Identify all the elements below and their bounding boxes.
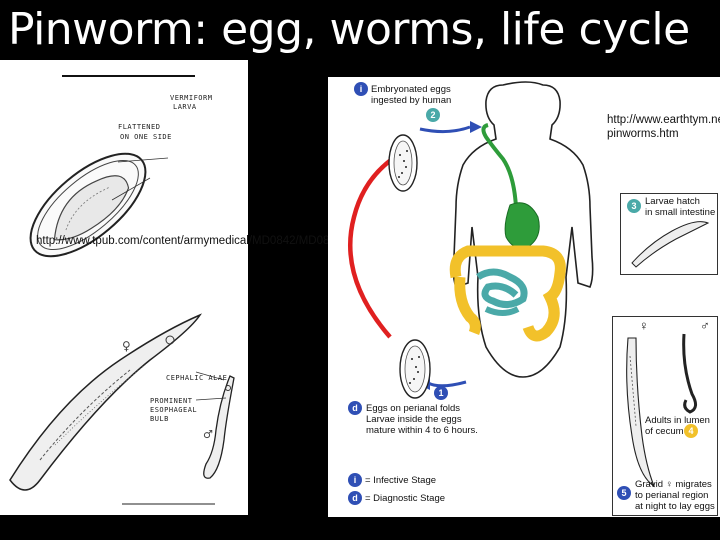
step4-line1: Adults in lumen bbox=[645, 415, 710, 426]
label-cephalic-alae: CEPHALIC ALAE bbox=[166, 374, 228, 382]
perianal-line2: Larvae inside the eggs bbox=[366, 414, 462, 425]
step5-line3: at night to lay eggs bbox=[635, 501, 715, 512]
label-bulb: BULB bbox=[150, 415, 169, 423]
legend-infective-icon: i bbox=[348, 473, 362, 487]
legend-infective-text: = Infective Stage bbox=[365, 475, 437, 486]
svg-text:♀: ♀ bbox=[122, 339, 131, 353]
label-prominent: PROMINENT bbox=[150, 397, 193, 405]
step-number-1-bottom: 1 bbox=[434, 386, 448, 400]
right-source-url[interactable]: http://www.earthtym.net/ref-pinworms.htm bbox=[607, 114, 720, 140]
label-vermiform: VERMIFORM bbox=[170, 94, 213, 102]
step1-line1: Embryonated eggs bbox=[371, 84, 451, 95]
page-title: Pinworm: egg, worms, life cycle bbox=[8, 4, 690, 55]
adult-worm-drawing: ♀ ♂ bbox=[9, 313, 235, 505]
male-symbol: ♂ bbox=[700, 318, 710, 333]
label-esophageal: ESOPHAGEAL bbox=[150, 406, 198, 414]
step5-line1: Gravid ♀ migrates bbox=[635, 479, 712, 490]
female-symbol: ♀ bbox=[639, 318, 649, 333]
label-larva: LARVA bbox=[173, 103, 197, 111]
larva-drawing bbox=[631, 221, 710, 268]
step-marker-infective-top: i bbox=[354, 82, 368, 96]
step-marker-diagnostic: d bbox=[348, 401, 362, 415]
adult-worms-drawing bbox=[626, 333, 697, 488]
svg-text:♂: ♂ bbox=[203, 428, 213, 441]
step3-line1: Larvae hatch bbox=[645, 196, 700, 207]
step-number-5: 5 bbox=[617, 486, 631, 500]
egg-drawing bbox=[29, 75, 195, 258]
step-number-4: 4 bbox=[684, 424, 698, 438]
perianal-line1: Eggs on perianal folds bbox=[366, 403, 461, 414]
legend-diagnostic-text: = Diagnostic Stage bbox=[365, 493, 446, 504]
perianal-line3: mature within 4 to 6 hours. bbox=[366, 425, 478, 436]
label-flattened: FLATTENED bbox=[118, 123, 161, 131]
life-cycle-art bbox=[348, 81, 594, 399]
step1-line2: ingested by human bbox=[371, 95, 452, 106]
step5-line2: to perianal region bbox=[635, 490, 709, 501]
step-number-3: 3 bbox=[627, 199, 641, 213]
step3-line2: in small intestine bbox=[645, 207, 716, 218]
step4-line2: of cecum bbox=[645, 426, 684, 437]
step-number-2: 2 bbox=[426, 108, 440, 122]
legend-diagnostic-icon: d bbox=[348, 491, 362, 505]
label-one-side: ON ONE SIDE bbox=[120, 133, 172, 141]
